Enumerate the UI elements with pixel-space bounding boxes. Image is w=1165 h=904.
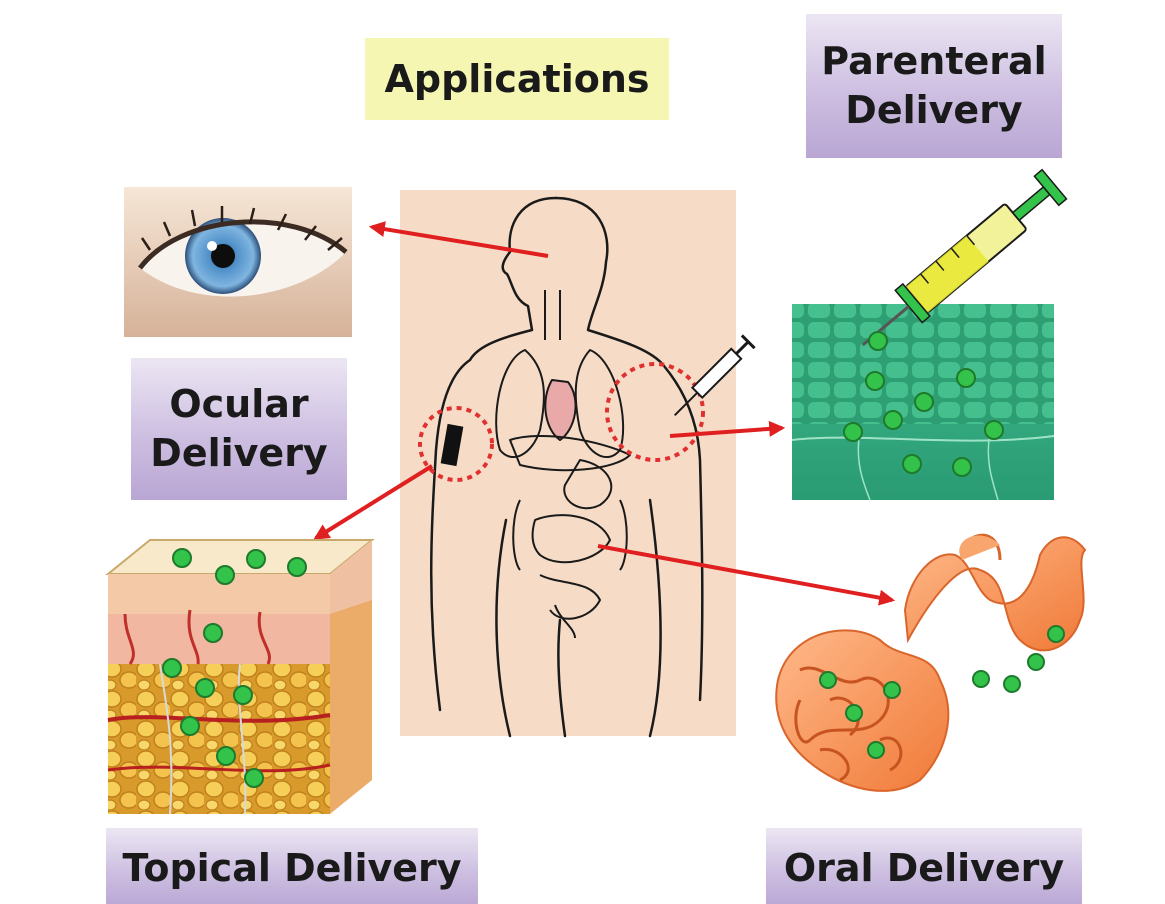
label-ocular-delivery: Ocular Delivery [131, 358, 347, 500]
label-oral-text: Oral Delivery [784, 844, 1064, 893]
label-oral-delivery: Oral Delivery [766, 828, 1082, 904]
label-parenteral-line1: Parenteral [821, 37, 1046, 86]
label-topical-text: Topical Delivery [122, 844, 461, 893]
label-parenteral-line2: Delivery [821, 86, 1046, 135]
label-applications: Applications [365, 38, 669, 120]
eye-image [124, 187, 352, 337]
label-ocular-line2: Delivery [150, 429, 327, 478]
label-ocular-line1: Ocular [150, 380, 327, 429]
skin-layers-image [108, 540, 372, 814]
label-topical-delivery: Topical Delivery [106, 828, 478, 904]
label-applications-text: Applications [385, 55, 650, 104]
label-parenteral-delivery: Parenteral Delivery [806, 14, 1062, 158]
